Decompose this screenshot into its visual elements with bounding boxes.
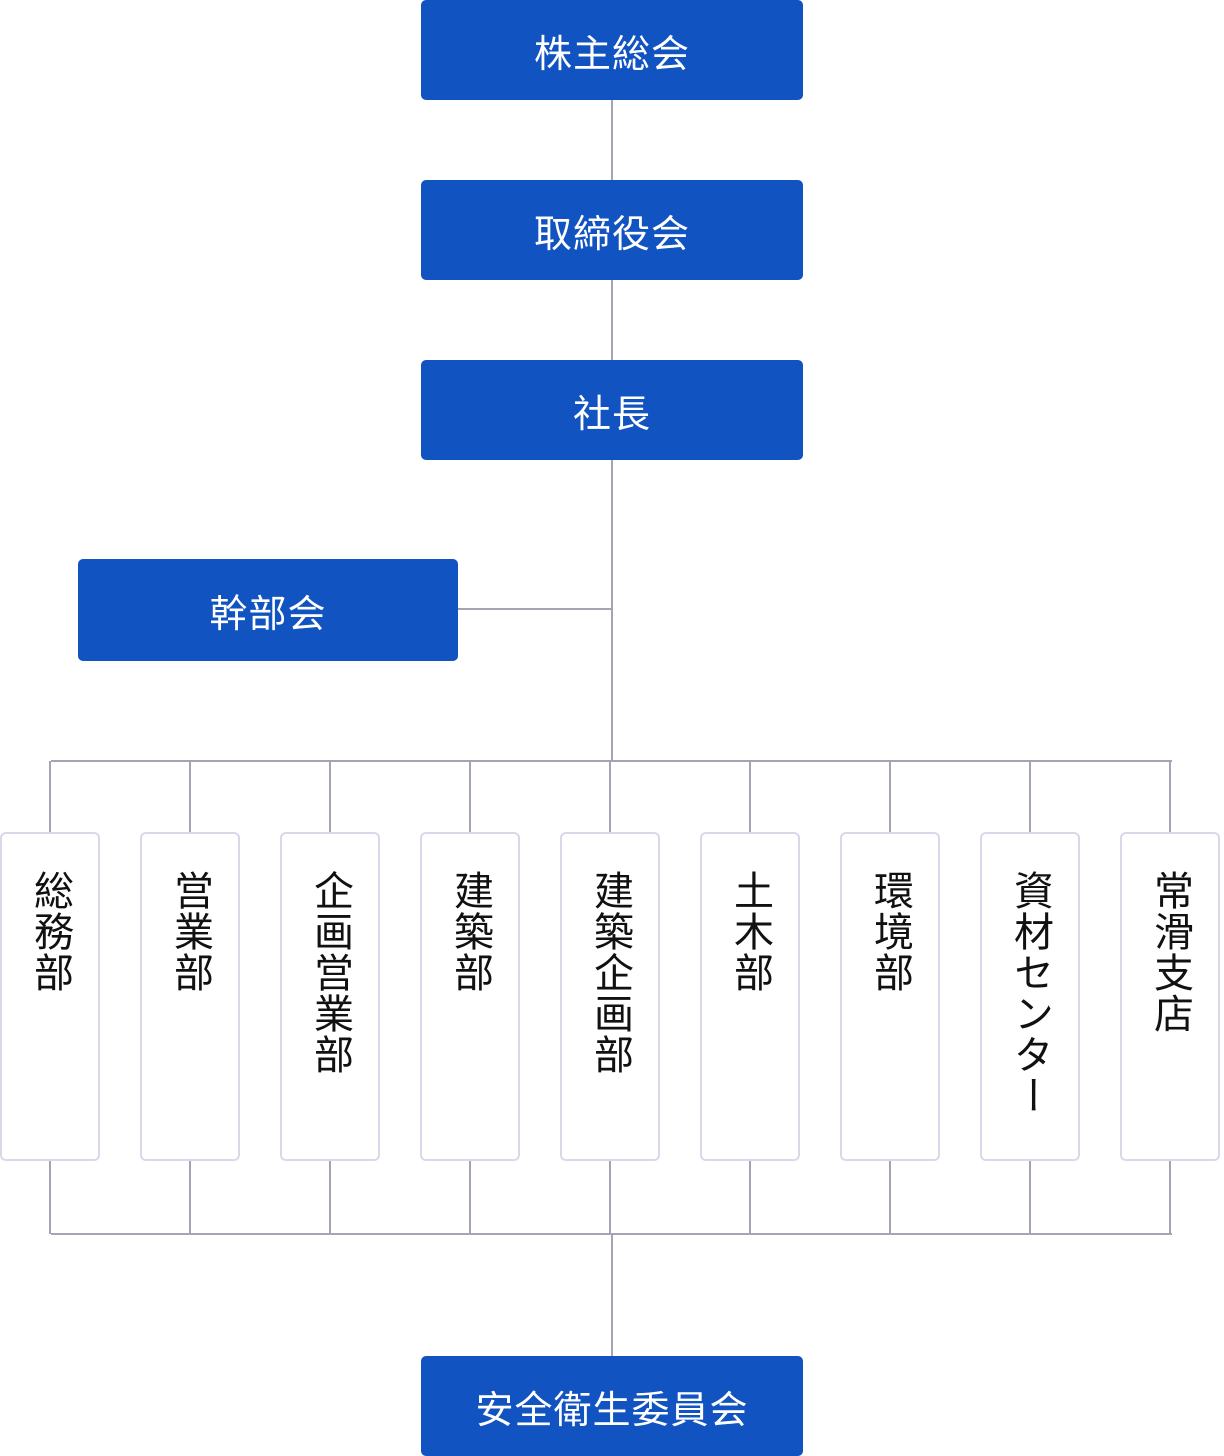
department-box: 資材センター <box>980 832 1080 1161</box>
department-box: 環境部 <box>840 832 940 1161</box>
department-label: 土木部 <box>727 870 773 993</box>
department-box: 建築部 <box>420 832 520 1161</box>
executive-committee-box: 幹部会 <box>78 559 458 661</box>
department-label: 企画営業部 <box>307 870 353 1075</box>
shareholders-meeting-box: 株主総会 <box>421 0 803 100</box>
department-box: 総務部 <box>0 832 100 1161</box>
department-label: 環境部 <box>867 870 913 993</box>
president-box: 社長 <box>421 360 803 460</box>
board-of-directors-box: 取締役会 <box>421 180 803 280</box>
department-box: 営業部 <box>140 832 240 1161</box>
board-of-directors-label: 取締役会 <box>533 211 690 256</box>
department-box: 建築企画部 <box>560 832 660 1161</box>
president-label: 社長 <box>572 391 651 436</box>
safety-committee-label: 安全衛生委員会 <box>475 1387 749 1432</box>
department-label: 総務部 <box>27 870 73 993</box>
executive-committee-label: 幹部会 <box>209 591 327 636</box>
department-box: 企画営業部 <box>280 832 380 1161</box>
department-label: 営業部 <box>167 870 213 993</box>
shareholders-meeting-label: 株主総会 <box>533 31 690 76</box>
department-box: 常滑支店 <box>1120 832 1220 1161</box>
department-box: 土木部 <box>700 832 800 1161</box>
department-label: 建築企画部 <box>587 870 633 1075</box>
safety-committee-box: 安全衛生委員会 <box>421 1356 803 1456</box>
department-label: 常滑支店 <box>1147 870 1193 1034</box>
department-label: 建築部 <box>447 870 493 993</box>
department-label: 資材センター <box>1007 870 1053 1116</box>
